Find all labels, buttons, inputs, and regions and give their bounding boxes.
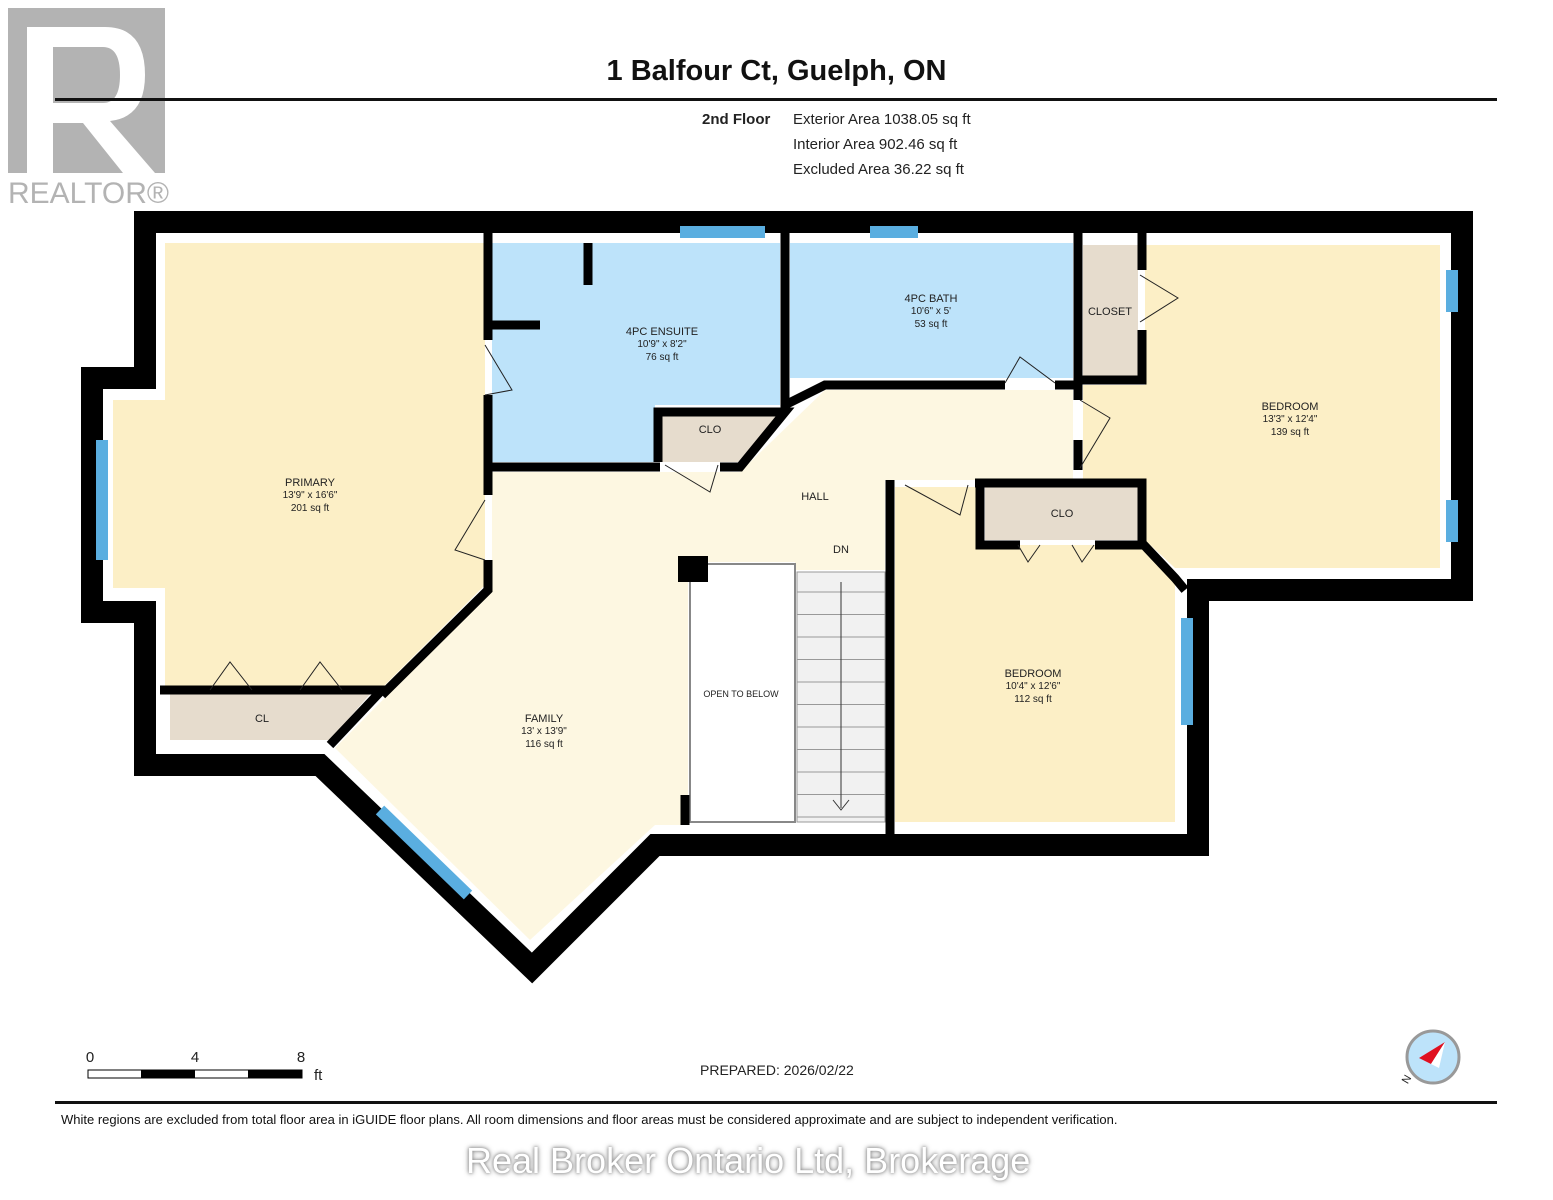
bedroom2-dims: 10'4" x 12'6" [1006, 681, 1061, 692]
bath-dims: 10'6" x 5' [911, 306, 951, 317]
cl-label: CL [255, 713, 269, 725]
dn-label: DN [833, 544, 849, 556]
scale-bar: 0 4 8 ft [86, 1049, 323, 1084]
compass-icon: N [1400, 1029, 1461, 1086]
bedroom1-area: 139 sq ft [1271, 427, 1310, 438]
bedroom1-dims: 13'3" x 12'4" [1263, 414, 1318, 425]
family-area: 116 sq ft [525, 739, 563, 750]
primary-dims: 13'9" x 16'6" [283, 490, 338, 501]
ensuite-area: 76 sq ft [646, 352, 679, 363]
hall-label: HALL [801, 491, 829, 503]
room-cl [170, 692, 372, 740]
interior-walls [160, 232, 1189, 835]
footer-divider [55, 1101, 1497, 1104]
compass-north: N [1400, 1073, 1414, 1086]
bath-area: 53 sq ft [915, 319, 948, 330]
realtor-logo-text: REALTOR® [8, 177, 169, 210]
disclaimer: White regions are excluded from total fl… [61, 1112, 1118, 1127]
closet-label: CLOSET [1088, 306, 1132, 318]
bedroom1-label: BEDROOM [1262, 401, 1319, 413]
exterior-wall [81, 211, 1473, 984]
bath-label: 4PC BATH [905, 293, 958, 305]
scale-tick-0: 0 [86, 1049, 94, 1066]
windows [96, 226, 1458, 900]
room-ensuite [492, 243, 780, 462]
ensuite-dims: 10'9" x 8'2" [637, 339, 687, 350]
room-primary [113, 243, 485, 688]
room-closet [1083, 245, 1138, 378]
room-bedroom-2 [895, 487, 1175, 822]
room-clo-1 [662, 412, 785, 462]
room-bedroom-1 [1083, 245, 1440, 568]
bedroom2-label: BEDROOM [1005, 668, 1062, 680]
page-title: 1 Balfour Ct, Guelph, ON [606, 55, 947, 87]
clo2-label: CLO [1051, 508, 1074, 520]
ensuite-label: 4PC ENSUITE [626, 326, 698, 338]
room-hall-family [335, 390, 1073, 940]
scale-unit: ft [314, 1067, 323, 1084]
stairs-down-arrow-icon [832, 582, 850, 811]
floor-label: 2nd Floor [702, 111, 771, 128]
prepared-date: PREPARED: 2026/02/22 [700, 1062, 854, 1078]
room-clo-2 [985, 487, 1138, 540]
doors [209, 274, 1179, 691]
family-dims: 13' x 13'9" [521, 726, 567, 737]
family-label: FAMILY [525, 713, 564, 725]
primary-area: 201 sq ft [291, 503, 330, 514]
interior-area: Interior Area 902.46 sq ft [793, 136, 958, 153]
stairs [796, 571, 886, 823]
primary-label: PRIMARY [285, 477, 336, 489]
scale-tick-8: 8 [297, 1049, 305, 1066]
column [678, 556, 708, 582]
clo1-label: CLO [699, 424, 722, 436]
open-to-below [689, 563, 796, 823]
room-bath [790, 243, 1073, 378]
open-to-below-label: OPEN TO BELOW [703, 689, 779, 699]
bedroom2-area: 112 sq ft [1014, 694, 1052, 705]
scale-tick-4: 4 [191, 1049, 199, 1066]
exterior-area: Exterior Area 1038.05 sq ft [793, 111, 971, 128]
header-divider [55, 98, 1497, 101]
excluded-area: Excluded Area 36.22 sq ft [793, 161, 964, 178]
brokerage-watermark: Real Broker Ontario Ltd, Brokerage [466, 1140, 1031, 1181]
floor-plan: PRIMARY 13'9" x 16'6" 201 sq ft 4PC ENSU… [81, 211, 1473, 984]
realtor-logo: REALTOR® [5, 5, 180, 215]
